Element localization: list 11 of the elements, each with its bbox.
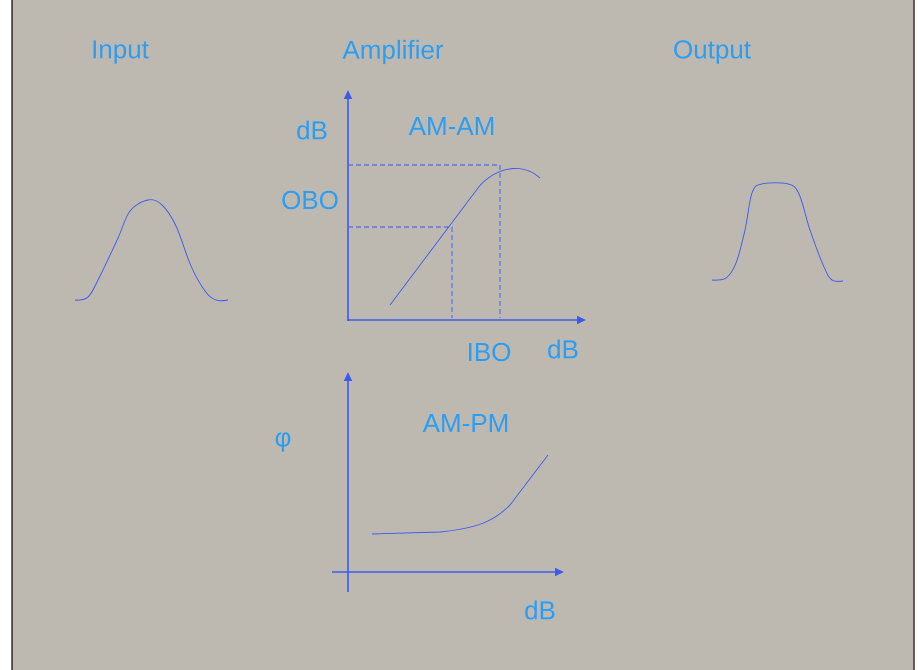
axis-label: IBO [469, 342, 510, 362]
axis-label: OBO [282, 190, 338, 210]
axis-label: dB [525, 600, 555, 620]
axis-label: φ [276, 432, 290, 452]
axis-label: dB [548, 339, 578, 359]
axis-label: AM-PM [422, 414, 508, 432]
axis-label: Output [674, 40, 751, 64]
axis-label: dB [297, 120, 327, 140]
axis-label: Amplifier [342, 40, 444, 64]
axis-label: Input [94, 40, 149, 64]
axis-label: AM-AM [408, 117, 494, 135]
